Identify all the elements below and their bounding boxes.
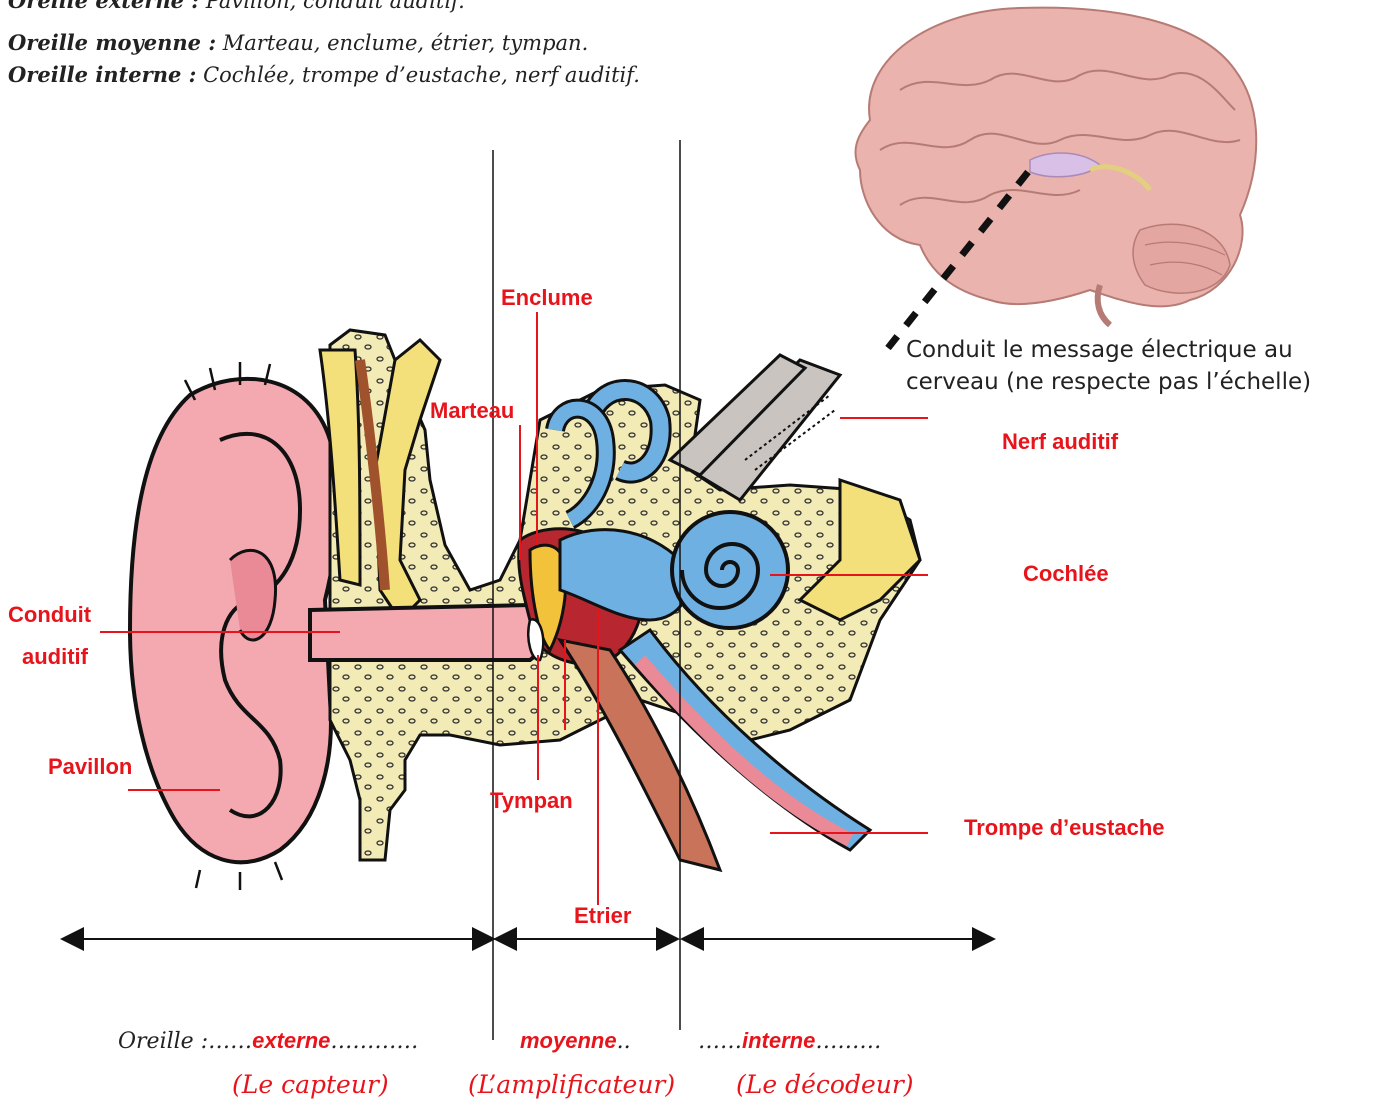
label-nerf-auditif: Nerf auditif (1002, 429, 1118, 455)
section-interne-row: ……interne……… (698, 1028, 881, 1054)
outer-ear (130, 362, 338, 890)
nerve-note: Conduit le message électrique au cerveau… (906, 334, 1311, 398)
label-pavillon: Pavillon (48, 754, 132, 780)
section-moyenne: moyenne (520, 1028, 617, 1053)
section-dots-c: .. (617, 1029, 631, 1054)
label-conduit-line2: auditif (22, 644, 88, 670)
label-enclume: Enclume (501, 285, 593, 311)
label-etrier: Etrier (574, 903, 631, 929)
label-trompe-eustache: Trompe d’eustache (964, 815, 1165, 841)
label-conduit-line1: Conduit (8, 602, 91, 628)
label-marteau: Marteau (430, 398, 514, 424)
ear-canal (310, 605, 541, 660)
nerve-note-line2: cerveau (ne respecte pas l’échelle) (906, 366, 1311, 398)
brain-illustration (855, 8, 1256, 325)
role-decodeur: (Le décodeur) (736, 1070, 914, 1099)
section-interne: interne (742, 1028, 815, 1053)
section-dots-a: …… (208, 1029, 252, 1054)
section-dots-e: ……… (815, 1029, 881, 1054)
role-amplificateur: (L’amplificateur) (468, 1070, 675, 1099)
section-externe-row: Oreille :……externe………… (118, 1028, 418, 1054)
section-prefix: Oreille : (118, 1029, 208, 1054)
role-capteur: (Le capteur) (232, 1070, 389, 1099)
section-externe: externe (252, 1028, 330, 1053)
section-moyenne-row: moyenne.. (520, 1028, 631, 1054)
section-dots-b: ………… (330, 1029, 418, 1054)
label-cochlee: Cochlée (1023, 561, 1109, 587)
section-dots-d: …… (698, 1029, 742, 1054)
label-tympan: Tympan (490, 788, 573, 814)
cochlea-shape (672, 512, 788, 628)
nerve-note-line1: Conduit le message électrique au (906, 334, 1311, 366)
